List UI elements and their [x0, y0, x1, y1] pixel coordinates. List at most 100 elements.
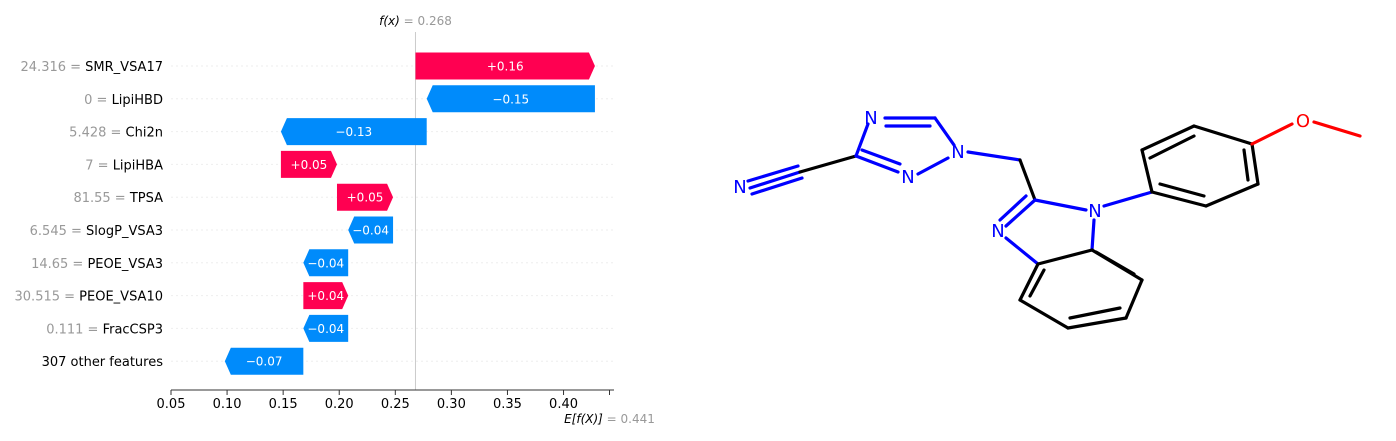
bar-value-label: −0.07 — [246, 355, 283, 369]
feature-value: 14.65 = — [31, 257, 87, 272]
bond — [966, 150, 1022, 162]
atom-label: N — [864, 108, 877, 129]
bond — [1028, 268, 1046, 298]
bond — [1033, 198, 1088, 212]
feature-value: 6.545 = — [30, 224, 86, 239]
atom-label: N — [733, 177, 746, 198]
bond — [933, 116, 956, 147]
feature-label: 0 = LipiHBD — [84, 93, 163, 108]
expected-symbol: E[f(X)] — [564, 412, 607, 426]
feature-label: 6.545 = SlogP_VSA3 — [30, 224, 163, 239]
feature-value: 0 = — [84, 93, 111, 108]
bar-value-label: −0.04 — [307, 322, 344, 336]
x-tick-label: 0.30 — [437, 397, 466, 412]
feature-name: LipiHBA — [113, 158, 163, 173]
bond — [1150, 190, 1208, 208]
feature-label: 0.111 = FracCSP3 — [46, 322, 163, 337]
feature-name: LipiHBD — [112, 93, 163, 108]
feature-label: 14.65 = PEOE_VSA3 — [31, 257, 163, 272]
bond — [1242, 148, 1250, 182]
contribution-bar — [303, 314, 349, 342]
bond — [1140, 148, 1154, 194]
bond — [1192, 124, 1254, 146]
feature-name: PEOE_VSA3 — [87, 257, 163, 272]
feature-label: 7 = LipiHBA — [85, 158, 163, 173]
bar-value-label: +0.04 — [307, 289, 344, 303]
x-tick-label: 0.15 — [269, 397, 298, 412]
feature-name: 307 other features — [42, 355, 164, 370]
contribution-bar — [303, 249, 349, 277]
expected-value-label: E[f(X)] = 0.441 — [564, 412, 655, 426]
bond — [998, 194, 1028, 222]
feature-name: Chi2n — [126, 126, 163, 141]
bar-value-label: −0.13 — [335, 125, 372, 139]
atom-label: N — [951, 142, 964, 163]
bar-value-label: +0.05 — [291, 158, 328, 172]
bar-value-label: −0.04 — [307, 256, 344, 270]
bond — [916, 156, 950, 176]
bond — [798, 154, 858, 174]
bond — [1066, 316, 1128, 330]
contribution-bar — [280, 118, 427, 146]
bond — [1004, 236, 1040, 266]
bond — [860, 148, 902, 166]
bond — [1068, 306, 1122, 320]
bond — [1250, 122, 1294, 146]
bond — [854, 122, 870, 158]
bar-value-label: +0.05 — [347, 191, 384, 205]
feature-value: 24.316 = — [21, 60, 86, 75]
expected-value: = 0.441 — [607, 412, 655, 426]
contribution-bar — [303, 282, 349, 310]
molecule-structure: N N N N N N O — [733, 108, 1362, 330]
x-tick-label: 0.05 — [157, 397, 186, 412]
fx-label: f(x) = 0.268 — [379, 14, 452, 28]
feature-value: 81.55 = — [73, 191, 129, 206]
contribution-bar — [224, 347, 304, 375]
feature-name: SMR_VSA17 — [85, 60, 163, 75]
x-tick-label: 0.40 — [549, 397, 578, 412]
feature-value: 5.428 = — [69, 126, 125, 141]
bond — [750, 176, 804, 196]
atom-label: N — [901, 167, 914, 188]
bar-value-label: +0.16 — [487, 60, 524, 74]
bond — [854, 154, 900, 174]
feature-label: 30.515 = PEOE_VSA10 — [15, 290, 163, 305]
shap-waterfall-chart: +0.16 24.316 = SMR_VSA17 −0.15 0 = LipiHBD −… — [15, 14, 655, 426]
bond — [1204, 182, 1260, 208]
bond — [1094, 250, 1136, 276]
x-tick-label: 0.20 — [325, 397, 354, 412]
bond — [748, 170, 802, 190]
bond — [1018, 298, 1070, 330]
feature-value: 30.515 = — [15, 290, 80, 305]
atom-label: O — [1296, 111, 1310, 132]
bond — [1102, 190, 1154, 208]
feature-name: PEOE_VSA10 — [79, 290, 163, 305]
bond — [1004, 198, 1037, 228]
atom-label: N — [1088, 201, 1101, 222]
feature-name: SlogP_VSA3 — [86, 224, 163, 239]
bond — [1250, 142, 1260, 186]
contribution-bar — [348, 216, 394, 244]
bond — [1312, 120, 1362, 138]
x-tick-label: 0.10 — [213, 397, 242, 412]
feature-label: 81.55 = TPSA — [73, 191, 163, 206]
bar-value-label: −0.15 — [492, 92, 529, 106]
feature-label: 307 other features — [42, 355, 164, 370]
bond — [1140, 124, 1196, 152]
bond — [746, 164, 800, 183]
bond — [1018, 262, 1040, 302]
contribution-bar — [426, 85, 595, 113]
feature-name: TPSA — [129, 191, 163, 206]
contribution-bar — [336, 183, 394, 211]
bond — [1090, 218, 1096, 252]
fx-symbol: f(x) — [379, 14, 404, 28]
bar-value-label: −0.04 — [352, 224, 389, 238]
feature-value: 0.111 = — [46, 322, 102, 337]
fx-value: = 0.268 — [404, 14, 452, 28]
contribution-bar — [415, 52, 595, 80]
feature-value: 7 = — [85, 158, 112, 173]
bond — [1124, 278, 1144, 320]
bond — [1158, 182, 1206, 198]
feature-label: 24.316 = SMR_VSA17 — [21, 60, 163, 75]
feature-name: FracCSP3 — [103, 322, 163, 337]
